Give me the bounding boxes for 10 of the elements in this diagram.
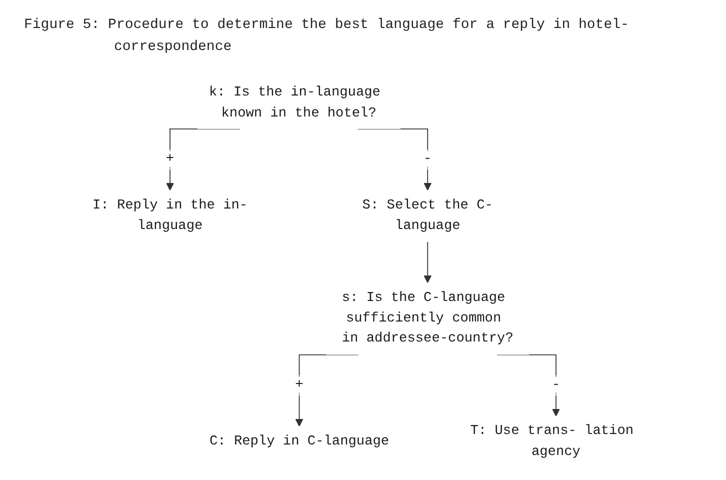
arrow	[424, 241, 432, 284]
node-text: C: Reply in C-language	[209, 434, 390, 449]
node-text: T: Use trans- lation agency	[470, 423, 634, 460]
edge-label: +	[295, 377, 304, 392]
edge-label: +	[166, 151, 174, 167]
edge-label: -	[552, 377, 560, 392]
figure-title: Figure 5: Procedure to determine the best language for a reply in hotel-correspondence	[24, 16, 630, 57]
edge-label: -	[424, 151, 432, 167]
node-text: I: Reply in the in-language	[92, 197, 248, 234]
node-text: S: Select the C-language	[362, 197, 493, 234]
